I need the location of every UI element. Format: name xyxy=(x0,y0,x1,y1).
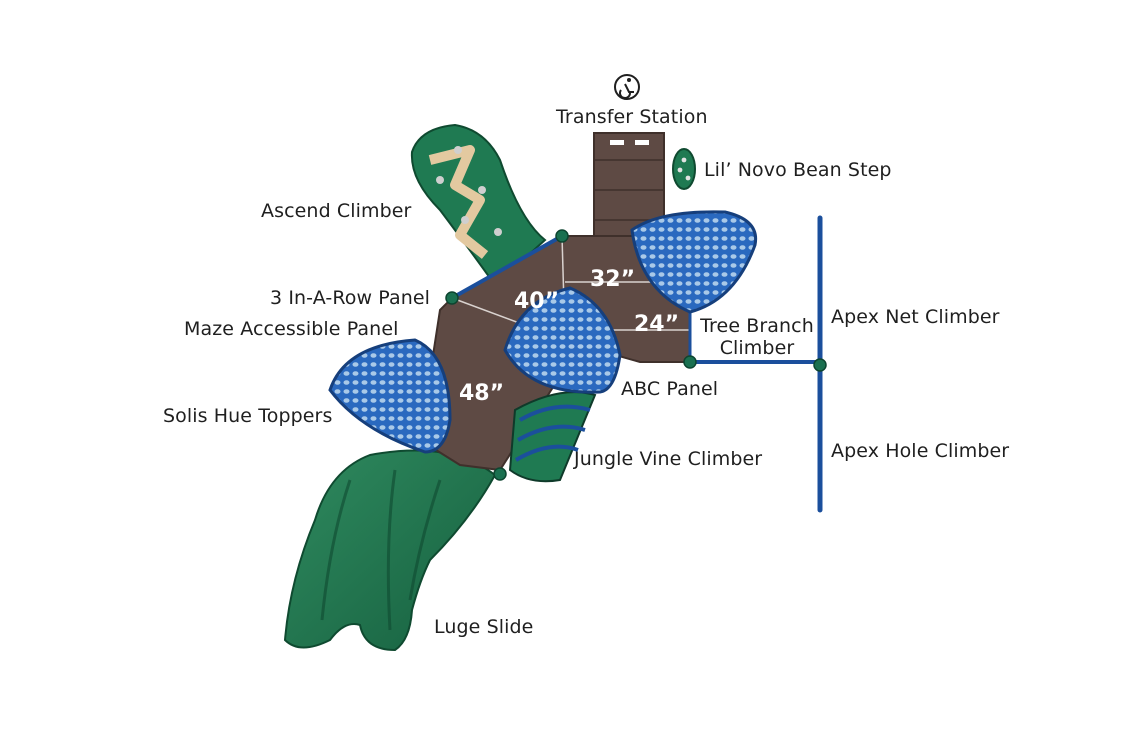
label-jungle-vine-climber: Jungle Vine Climber xyxy=(574,448,762,470)
label-three-in-a-row-panel: 3 In-A-Row Panel xyxy=(270,287,430,309)
label-maze-accessible-panel: Maze Accessible Panel xyxy=(184,318,399,340)
label-lil-novo-bean-step: Lil’ Novo Bean Step xyxy=(704,159,892,181)
deck-height-24: 24” xyxy=(634,312,679,337)
label-luge-slide: Luge Slide xyxy=(434,616,533,638)
label-tree-branch-line2: Climber xyxy=(720,337,795,359)
wheelchair-accessible-icon xyxy=(615,75,639,99)
label-apex-hole-climber: Apex Hole Climber xyxy=(831,440,1009,462)
label-solis-hue-toppers: Solis Hue Toppers xyxy=(163,405,332,427)
label-transfer-station: Transfer Station xyxy=(556,106,708,128)
deck-height-40: 40” xyxy=(514,289,559,314)
label-tree-branch-climber: Tree Branch Climber xyxy=(700,315,814,359)
label-ascend-climber: Ascend Climber xyxy=(261,200,411,222)
label-tree-branch-line1: Tree Branch xyxy=(700,315,814,337)
deck-height-32: 32” xyxy=(590,267,635,292)
deck-height-48: 48” xyxy=(459,381,504,406)
label-apex-net-climber: Apex Net Climber xyxy=(831,306,1000,328)
label-abc-panel: ABC Panel xyxy=(621,378,718,400)
lil-novo-bean-step xyxy=(673,149,695,189)
